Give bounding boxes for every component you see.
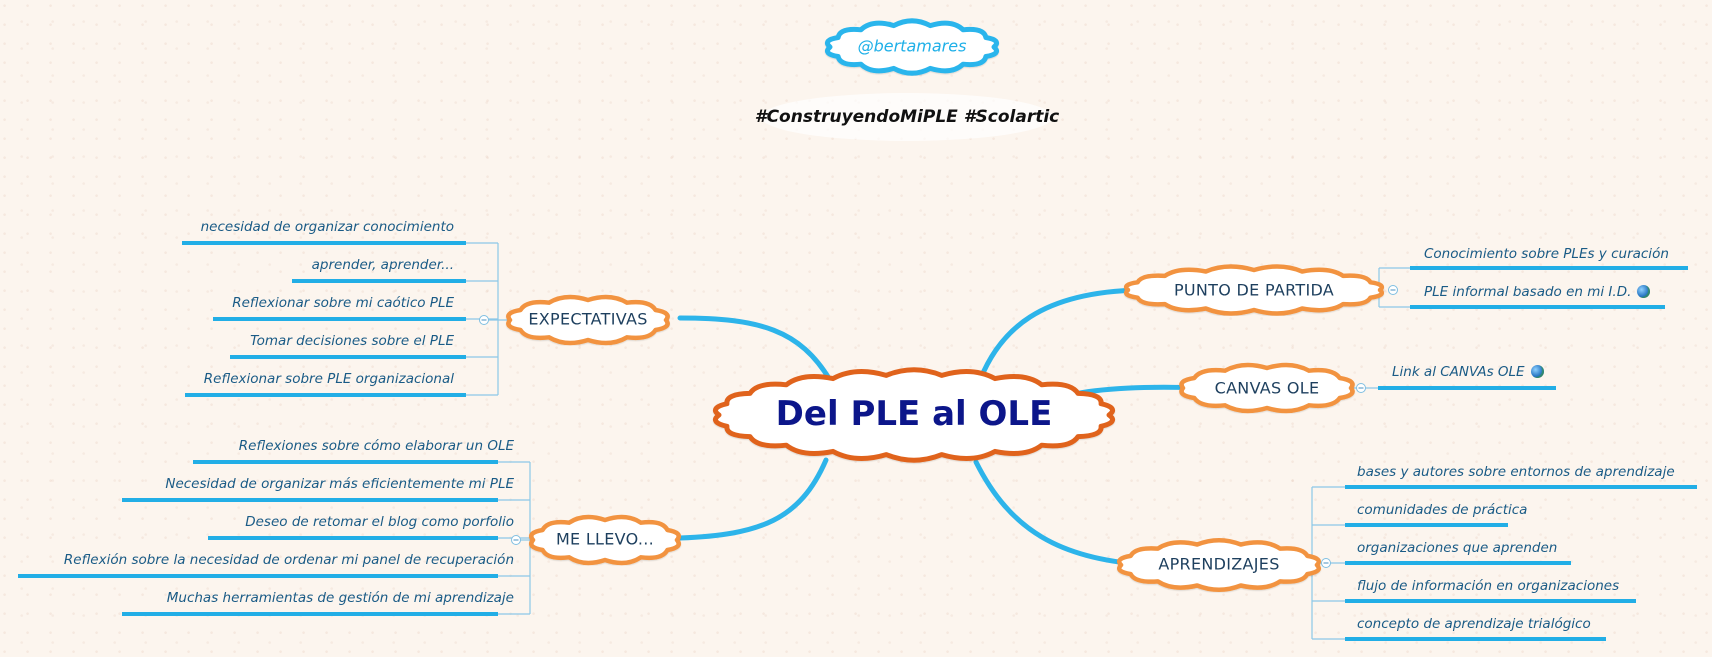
- branch-expectativas[interactable]: EXPECTATIVAS: [528, 309, 648, 329]
- globe-link-icon[interactable]: [1530, 365, 1544, 378]
- leaf-me-llevo-1[interactable]: Reflexiones sobre cómo elaborar un OLE: [238, 438, 514, 454]
- topic-clouds: [506, 18, 1385, 593]
- leaf-me-llevo-3[interactable]: Deseo de retomar el blog como porfolio: [245, 514, 514, 530]
- handle-cloud: [825, 18, 999, 76]
- leaf-punto-de-partida-2[interactable]: PLE informal basado en mi I.D.: [1424, 283, 1651, 301]
- leaf-expectativas-2[interactable]: aprender, aprender...: [311, 257, 454, 273]
- leaf-canvas-ole-1[interactable]: Link al CANVAs OLE: [1392, 363, 1544, 381]
- leaf-aprendizajes-1[interactable]: bases y autores sobre entornos de aprend…: [1357, 464, 1675, 480]
- expectativas-cloud: [506, 294, 670, 346]
- leaf-expectativas-4[interactable]: Tomar decisiones sobre el PLE: [250, 333, 454, 349]
- branch-aprendizajes[interactable]: APRENDIZAJES: [1158, 554, 1280, 574]
- canvas-ole-cloud: [1179, 362, 1355, 414]
- leaf-aprendizajes-2[interactable]: comunidades de práctica: [1357, 502, 1528, 518]
- connector-punto-de-partida: [977, 287, 1143, 383]
- leaf-me-llevo-2[interactable]: Necesidad de organizar más eficientement…: [165, 476, 514, 492]
- branch-punto-de-partida[interactable]: PUNTO DE PARTIDA: [1173, 280, 1335, 300]
- leaf-underlines: [18, 241, 1697, 641]
- connector-me-llevo: [677, 457, 829, 541]
- branch-me-llevo[interactable]: ME LLEVO...: [555, 529, 655, 549]
- leaf-punto-de-partida-1[interactable]: Conocimiento sobre PLEs y curación: [1424, 246, 1669, 262]
- aprendizajes-cloud: [1117, 537, 1321, 593]
- leaf-expectativas-1[interactable]: necesidad de organizar conocimiento: [200, 219, 454, 235]
- leaf-punto-de-partida-2-text[interactable]: PLE informal basado en mi I.D.: [1424, 284, 1632, 300]
- leaf-aprendizajes-5[interactable]: concepto de aprendizaje trialógico: [1357, 616, 1591, 632]
- leaf-expectativas-3[interactable]: Reflexionar sobre mi caótico PLE: [232, 295, 454, 311]
- branch-canvas-ole[interactable]: CANVAS OLE: [1214, 378, 1320, 398]
- connector-expectativas: [677, 315, 833, 383]
- central-topic[interactable]: Del PLE al OLE: [775, 394, 1053, 434]
- leaf-me-llevo-4[interactable]: Reflexión sobre la necesidad de ordenar …: [63, 552, 514, 568]
- central-cloud: [713, 367, 1115, 463]
- punto-de-partida-cloud: [1123, 264, 1385, 316]
- collapse-toggles: [479, 285, 1398, 568]
- leaf-canvas-ole-1-text[interactable]: Link al CANVAs OLE: [1392, 364, 1525, 380]
- connector-aprendizajes: [973, 459, 1153, 568]
- me-llevo-cloud: [529, 514, 681, 566]
- leaf-me-llevo-5[interactable]: Muchas herramientas de gestión de mi apr…: [166, 590, 514, 606]
- leaf-expectativas-5[interactable]: Reflexionar sobre PLE organizacional: [203, 371, 454, 387]
- hashtags-title: #ConstruyendoMiPLE #Scolartic: [754, 107, 1060, 127]
- hashtag-backdrop: [761, 93, 1053, 141]
- globe-link-icon[interactable]: [1637, 285, 1651, 298]
- author-handle: @bertamares: [857, 36, 967, 56]
- leaf-aprendizajes-4[interactable]: flujo de información en organizaciones: [1357, 578, 1620, 594]
- leaf-aprendizajes-3[interactable]: organizaciones que aprenden: [1357, 540, 1558, 556]
